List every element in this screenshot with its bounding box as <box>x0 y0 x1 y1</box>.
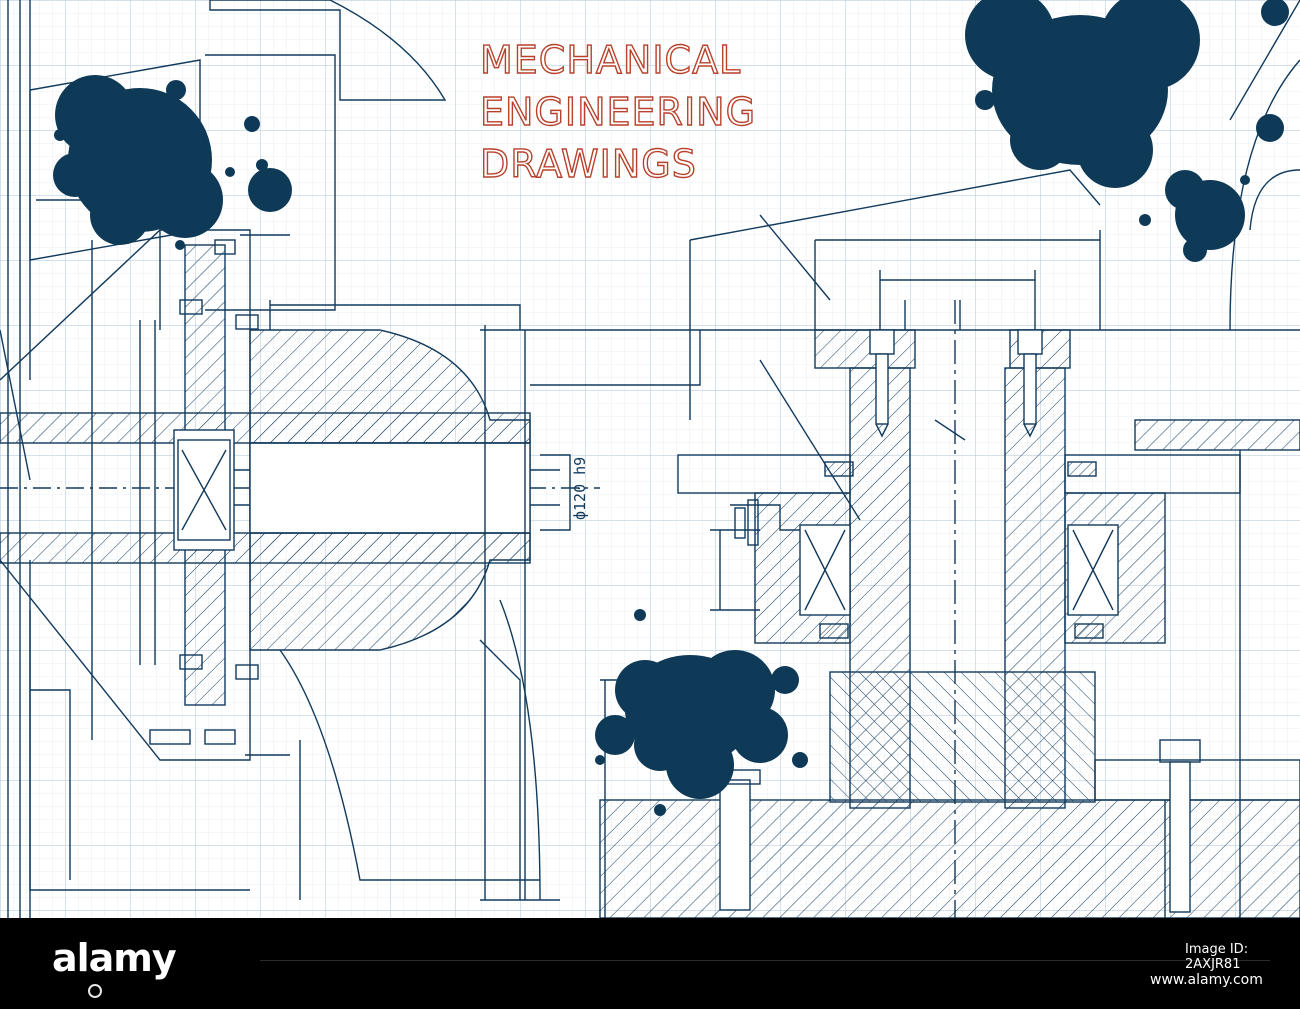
wordmark-ring-icon <box>88 984 102 998</box>
watermark-footer <box>0 918 1300 1009</box>
drawing-title: MECHANICAL ENGINEERING DRAWINGS <box>479 34 757 190</box>
website-label: www.alamy.com <box>1150 972 1263 988</box>
engineering-drawing: ф120 h9 MECHANICAL ENGINEERING DRAWINGS <box>0 0 1300 918</box>
splatter-top-right <box>965 0 1289 262</box>
title-line-3: DRAWINGS <box>479 141 697 186</box>
flange-bolts <box>149 239 259 745</box>
image-id-label: Image ID: 2AXJR81 <box>1185 942 1249 972</box>
title-line-2: ENGINEERING <box>479 89 757 134</box>
linework <box>0 0 1300 918</box>
footer-divider <box>260 960 1270 961</box>
alamy-wordmark-icon: alamy <box>52 936 177 980</box>
ink-splatters <box>53 0 1289 816</box>
title-line-1: MECHANICAL <box>479 37 742 82</box>
splatter-top-left <box>53 75 292 250</box>
shaft-dimension-label: ф120 h9 <box>571 457 589 520</box>
splatter-bottom-center <box>595 609 808 816</box>
